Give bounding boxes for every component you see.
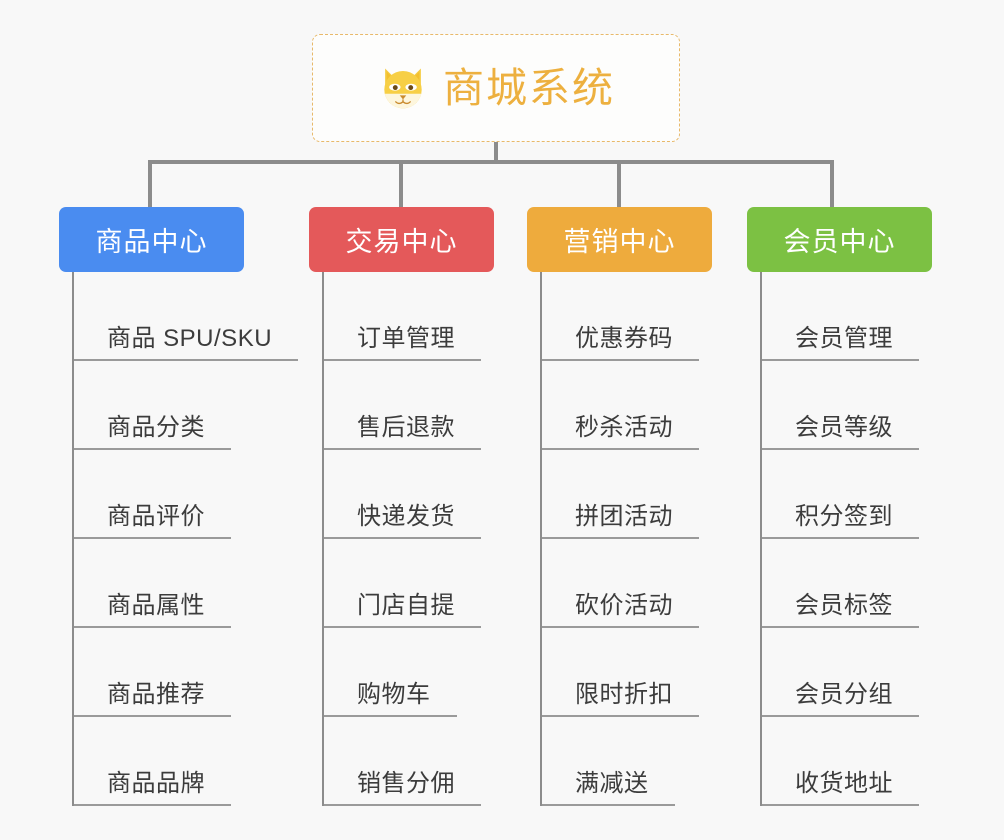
connector-drop-2 xyxy=(399,160,403,208)
leaf-label: 会员标签 xyxy=(795,592,893,619)
list-item[interactable]: 会员管理 xyxy=(762,272,932,361)
list-item[interactable]: 会员标签 xyxy=(762,539,932,628)
list-item[interactable]: 商品评价 xyxy=(74,450,298,539)
leaf-label: 满减送 xyxy=(575,770,649,797)
connector-drop-1 xyxy=(148,160,152,208)
list-item[interactable]: 满减送 xyxy=(542,717,712,806)
leaf-label: 售后退款 xyxy=(357,414,455,441)
list-item[interactable]: 商品推荐 xyxy=(74,628,298,717)
list-item[interactable]: 积分签到 xyxy=(762,450,932,539)
leaf-label: 砍价活动 xyxy=(575,592,673,619)
leaf-label: 优惠券码 xyxy=(575,325,673,352)
list-item[interactable]: 限时折扣 xyxy=(542,628,712,717)
dog-face-icon xyxy=(384,68,422,110)
leaf-list-member-center: 会员管理 会员等级 积分签到 会员标签 会员分组 收货地址 xyxy=(760,272,932,806)
leaf-label: 秒杀活动 xyxy=(575,414,673,441)
connector-drop-3 xyxy=(617,160,621,208)
list-item[interactable]: 门店自提 xyxy=(324,539,494,628)
list-item[interactable]: 收货地址 xyxy=(762,717,932,806)
leaf-label: 销售分佣 xyxy=(357,770,455,797)
leaf-label: 拼团活动 xyxy=(575,503,673,530)
branch-header-trade-center[interactable]: 交易中心 xyxy=(309,207,494,272)
list-item[interactable]: 订单管理 xyxy=(324,272,494,361)
list-item[interactable]: 砍价活动 xyxy=(542,539,712,628)
list-item[interactable]: 快递发货 xyxy=(324,450,494,539)
leaf-label: 商品品牌 xyxy=(107,770,205,797)
list-item[interactable]: 商品品牌 xyxy=(74,717,298,806)
branch-header-product-center[interactable]: 商品中心 xyxy=(59,207,244,272)
leaf-list-product-center: 商品 SPU/SKU 商品分类 商品评价 商品属性 商品推荐 商品品牌 xyxy=(72,272,299,806)
leaf-label: 收货地址 xyxy=(795,770,893,797)
connector-root-stem xyxy=(494,142,498,163)
connector-horizontal-bus xyxy=(148,160,834,164)
list-item[interactable]: 秒杀活动 xyxy=(542,361,712,450)
leaf-label: 商品 SPU/SKU xyxy=(107,325,273,352)
leaf-list-trade-center: 订单管理 售后退款 快递发货 门店自提 购物车 销售分佣 xyxy=(322,272,494,806)
list-item[interactable]: 商品 SPU/SKU xyxy=(74,272,299,361)
list-item[interactable]: 会员分组 xyxy=(762,628,932,717)
list-item[interactable]: 商品属性 xyxy=(74,539,298,628)
list-item[interactable]: 会员等级 xyxy=(762,361,932,450)
list-item[interactable]: 销售分佣 xyxy=(324,717,494,806)
root-title: 商城系统 xyxy=(443,64,615,111)
branch-member-center: 会员中心 会员管理 会员等级 积分签到 会员标签 会员分组 收货地址 xyxy=(747,207,932,806)
root-node[interactable]: 商城系统 xyxy=(312,34,680,142)
leaf-label: 商品推荐 xyxy=(107,681,205,708)
list-item[interactable]: 购物车 xyxy=(324,628,494,717)
branch-product-center: 商品中心 商品 SPU/SKU 商品分类 商品评价 商品属性 商品推荐 商品品牌 xyxy=(59,207,299,806)
leaf-label: 限时折扣 xyxy=(575,681,673,708)
branch-header-member-center[interactable]: 会员中心 xyxy=(747,207,932,272)
leaf-label: 商品分类 xyxy=(107,414,205,441)
leaf-label: 会员分组 xyxy=(795,681,893,708)
leaf-label: 门店自提 xyxy=(357,592,455,619)
branch-marketing-center: 营销中心 优惠券码 秒杀活动 拼团活动 砍价活动 限时折扣 满减送 xyxy=(527,207,712,806)
leaf-label: 订单管理 xyxy=(357,325,455,352)
leaf-label: 购物车 xyxy=(357,681,431,708)
branch-header-marketing-center[interactable]: 营销中心 xyxy=(527,207,712,272)
leaf-label: 商品属性 xyxy=(107,592,205,619)
leaf-label: 商品评价 xyxy=(107,503,205,530)
branch-trade-center: 交易中心 订单管理 售后退款 快递发货 门店自提 购物车 销售分佣 xyxy=(309,207,494,806)
leaf-label: 会员管理 xyxy=(795,325,893,352)
connector-drop-4 xyxy=(830,160,834,208)
leaf-list-marketing-center: 优惠券码 秒杀活动 拼团活动 砍价活动 限时折扣 满减送 xyxy=(540,272,712,806)
list-item[interactable]: 优惠券码 xyxy=(542,272,712,361)
list-item[interactable]: 拼团活动 xyxy=(542,450,712,539)
leaf-label: 快递发货 xyxy=(357,503,455,530)
list-item[interactable]: 售后退款 xyxy=(324,361,494,450)
list-item[interactable]: 商品分类 xyxy=(74,361,298,450)
leaf-label: 会员等级 xyxy=(795,414,893,441)
leaf-label: 积分签到 xyxy=(795,503,893,530)
